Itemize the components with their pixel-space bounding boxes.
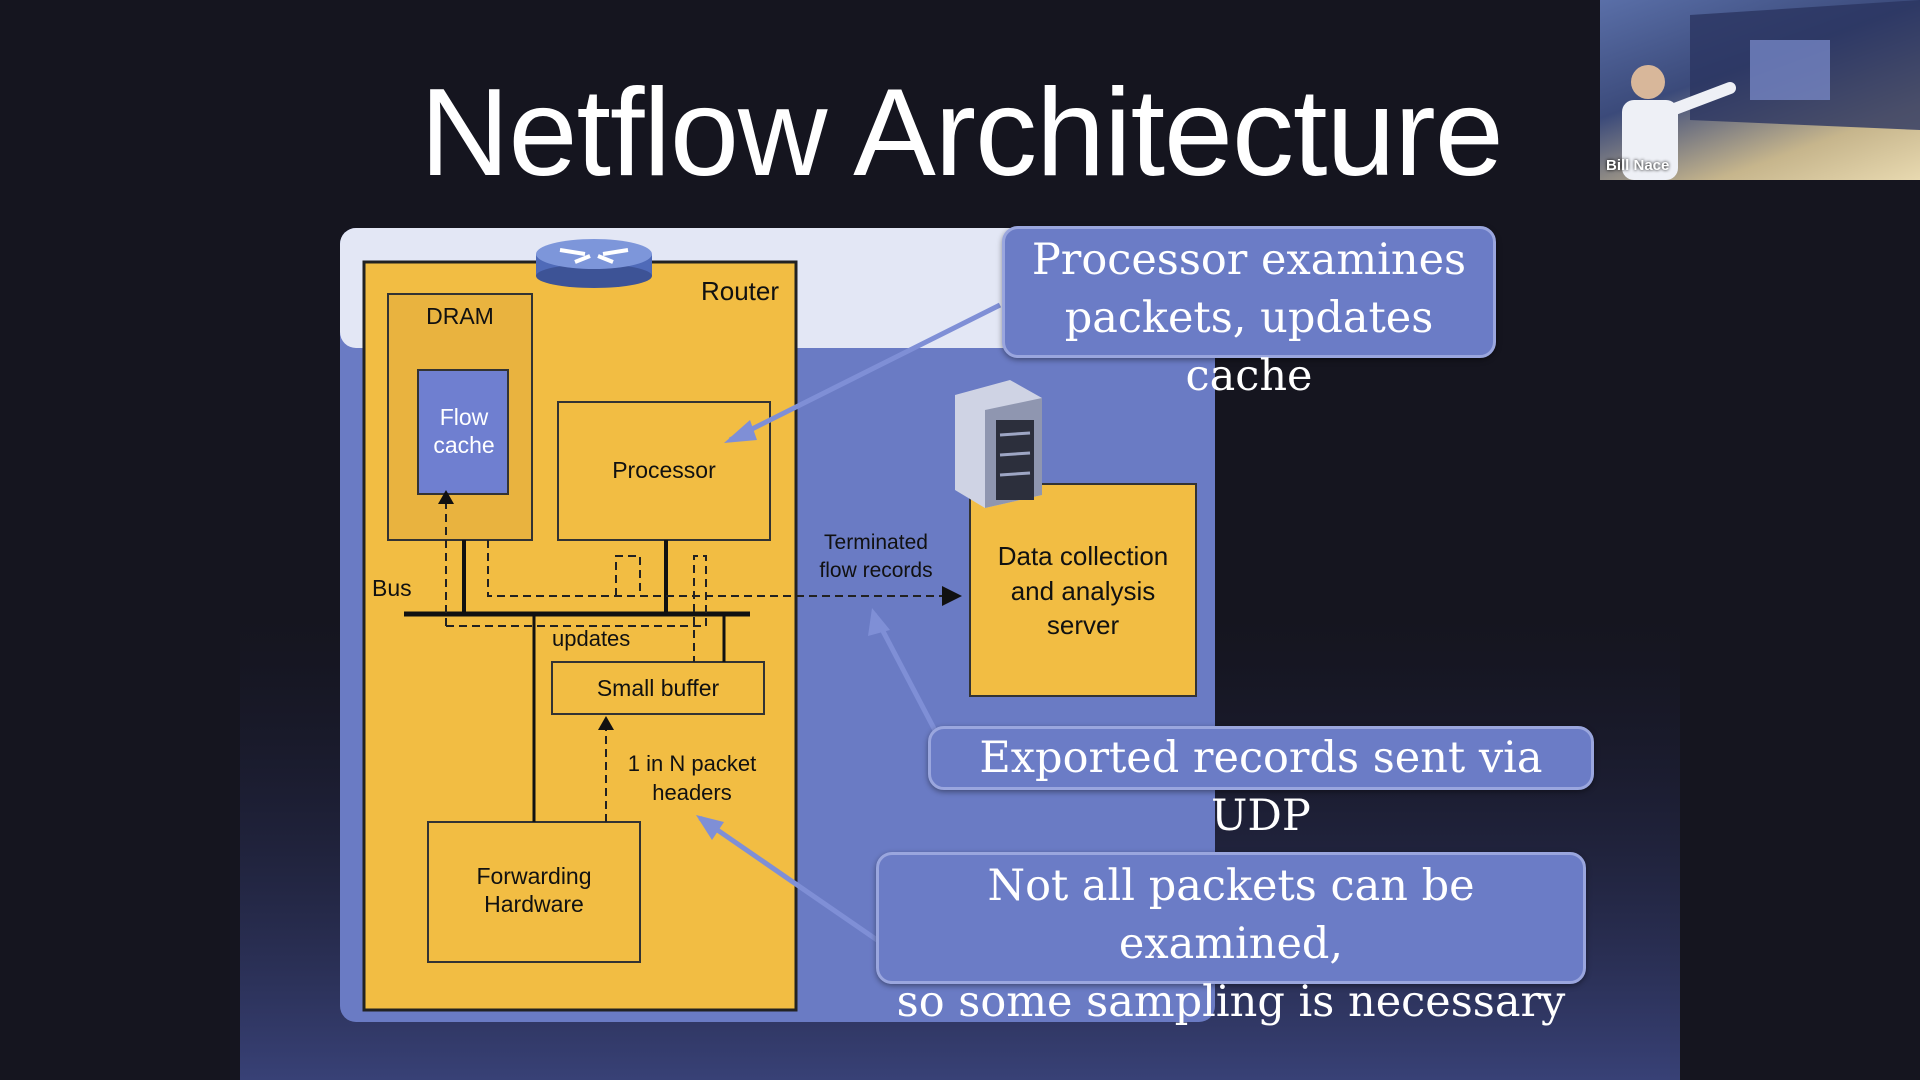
flow-cache-box [417,369,509,495]
server-label-line2: and analysis [1011,576,1156,606]
dram-label: DRAM [426,303,494,329]
sampling-callout-line1: Not all packets can be examined, [987,861,1475,969]
flow-cache-label-line1: Flow [440,404,489,430]
router-label: Router [701,276,779,306]
server-label-line1: Data collection [998,541,1169,571]
processor-callout-line2: packets, updates cache [1064,293,1434,401]
bus-label: Bus [372,575,412,601]
speaker-figure [1622,0,1920,180]
server-label-line3: server [1047,610,1120,640]
server-box [969,483,1197,697]
updates-label: updates [552,626,630,651]
terminated-label-line1: Terminated [824,531,928,554]
sampling-callout-line2: so some sampling is necessary [896,977,1566,1027]
router-icon [536,239,652,288]
server-icon [955,380,1042,508]
udp-callout-text: Exported records sent via UDP [979,733,1543,841]
speaker-name-label: Bill Nace [1606,157,1670,174]
flow-cache-label-line2: cache [433,432,494,458]
sample-label-line2: headers [652,780,732,805]
small-buffer-box [551,661,765,715]
forwarding-label-line1: Forwarding [476,863,591,889]
speaker-video-thumbnail: Bill Nace [1600,0,1920,180]
forwarding-hardware-box [427,821,641,963]
small-buffer-label: Small buffer [597,675,720,701]
processor-label: Processor [612,457,716,483]
processor-callout: Processor examines packets, updates cach… [1002,226,1496,401]
slide-title: Netflow Architecture [420,64,1504,202]
sample-label-line1: 1 in N packet [628,751,756,776]
terminated-label-line2: flow records [819,559,932,582]
sampling-callout: Not all packets can be examined, so some… [876,852,1586,1027]
udp-callout: Exported records sent via UDP [928,726,1594,841]
processor-box [557,401,771,541]
forwarding-label-line2: Hardware [484,891,584,917]
processor-callout-line1: Processor examines [1031,235,1467,285]
